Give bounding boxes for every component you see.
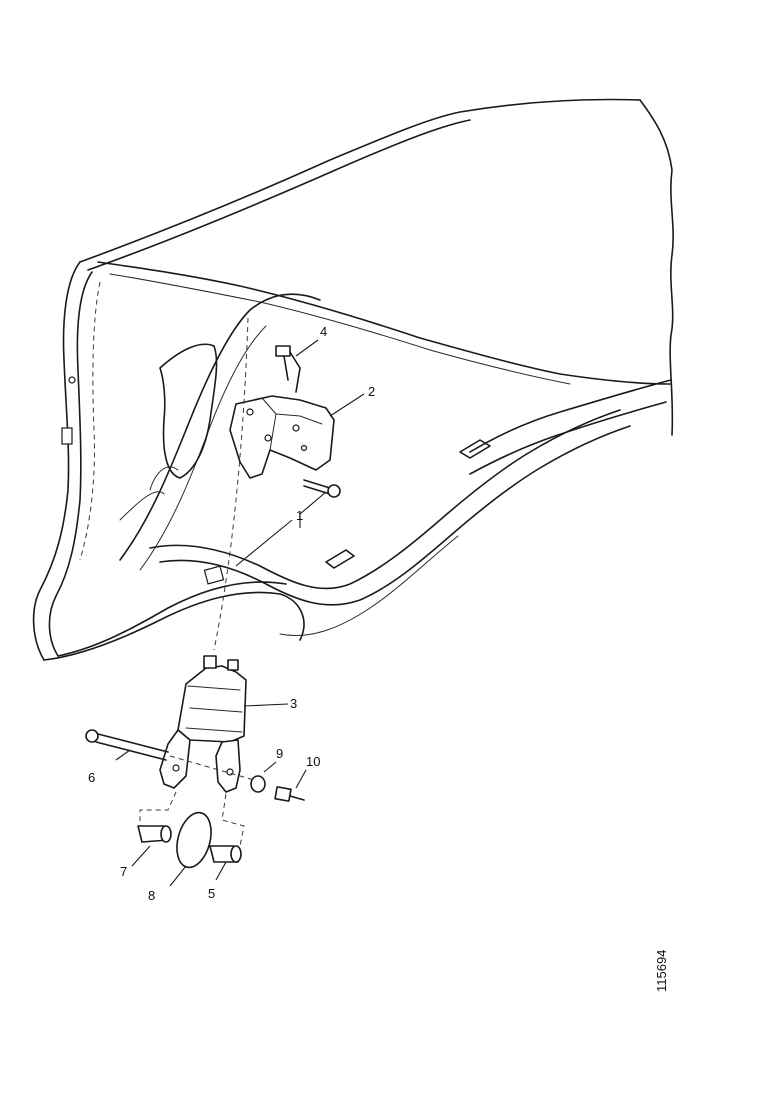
figure-code: 115694 bbox=[654, 950, 669, 992]
hinge-assembly bbox=[159, 655, 247, 793]
retaining-pin bbox=[274, 786, 305, 802]
callout-3: 3 bbox=[290, 696, 297, 711]
mounting-bracket bbox=[229, 395, 335, 479]
hex-bolt bbox=[303, 479, 341, 498]
cover-disc bbox=[176, 811, 212, 869]
callout-leaders bbox=[115, 339, 365, 887]
callout-9: 9 bbox=[276, 746, 283, 761]
left-bushing bbox=[137, 825, 172, 843]
washer bbox=[250, 775, 266, 793]
callout-2: 2 bbox=[368, 384, 375, 399]
callout-10: 10 bbox=[306, 754, 320, 769]
right-bushing bbox=[209, 845, 242, 863]
callout-5: 5 bbox=[208, 886, 215, 901]
pivot-shaft bbox=[85, 729, 255, 781]
callout-7: 7 bbox=[120, 864, 127, 879]
callout-4: 4 bbox=[320, 324, 327, 339]
callout-1: 1 bbox=[296, 508, 303, 523]
callout-labels: 4 2 1 3 6 9 10 7 8 5 bbox=[88, 324, 375, 903]
mounting-screw bbox=[275, 345, 301, 393]
callout-8: 8 bbox=[148, 888, 155, 903]
callout-6: 6 bbox=[88, 770, 95, 785]
body-panel bbox=[32, 98, 674, 661]
drain-slot bbox=[203, 439, 491, 585]
